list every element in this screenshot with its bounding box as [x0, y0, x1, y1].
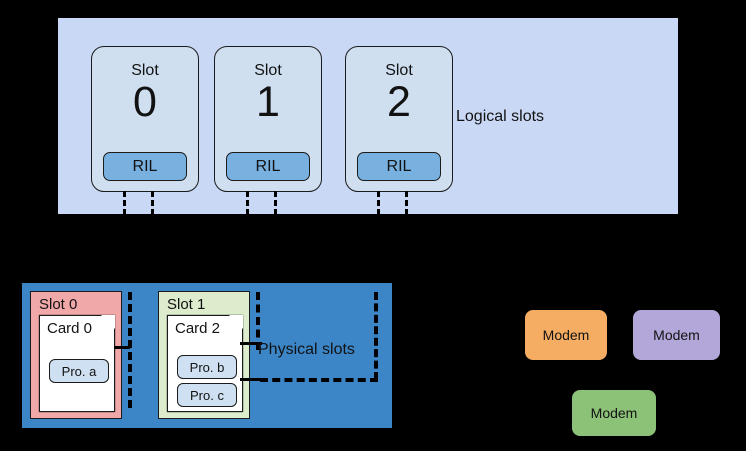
- connector-pro-c: [240, 378, 262, 381]
- ril-leg-0-right: [151, 191, 154, 215]
- modem-purple[interactable]: Modem: [633, 310, 720, 360]
- profile-pro-c[interactable]: Pro. c: [177, 383, 237, 407]
- ril-leg-2-right: [405, 191, 408, 215]
- ril-leg-0-left: [123, 191, 126, 215]
- physical-rail-bottom: [260, 378, 378, 382]
- physical-rail-free: [374, 292, 378, 380]
- logical-slot-0-word: Slot: [131, 62, 159, 79]
- ril-leg-1-left: [246, 191, 249, 215]
- logical-slot-1-number: 1: [256, 78, 280, 126]
- card-2-label: Card 2: [175, 320, 221, 337]
- modem-green[interactable]: Modem: [572, 390, 656, 436]
- logical-slot-0-ril[interactable]: RIL: [103, 152, 187, 181]
- logical-slot-2-ril[interactable]: RIL: [357, 152, 441, 181]
- physical-slot-0-label: Slot 0: [39, 296, 78, 313]
- logical-slot-0[interactable]: Slot 0 RIL: [91, 46, 199, 192]
- modem-orange[interactable]: Modem: [525, 310, 607, 360]
- physical-slots-panel: Slot 0 Card 0 Pro. a Slot 1 Card 2 Pro. …: [22, 283, 392, 428]
- connector-pro-a: [114, 346, 130, 349]
- logical-slot-2-number: 2: [387, 78, 411, 126]
- physical-rail-slot-0: [128, 292, 132, 408]
- card-0-label: Card 0: [47, 320, 93, 337]
- physical-slot-1-label: Slot 1: [167, 296, 206, 313]
- profile-pro-b[interactable]: Pro. b: [177, 355, 237, 379]
- logical-slot-2[interactable]: Slot 2 RIL: [345, 46, 453, 192]
- logical-slot-0-number: 0: [133, 78, 157, 126]
- card-2[interactable]: Card 2 Pro. b Pro. c: [167, 315, 243, 412]
- physical-rail-slot-1: [256, 292, 260, 350]
- physical-slot-0[interactable]: Slot 0 Card 0 Pro. a: [30, 291, 122, 419]
- card-0[interactable]: Card 0 Pro. a: [39, 315, 115, 412]
- logical-slot-2-word: Slot: [385, 62, 413, 79]
- connector-pro-b: [240, 342, 262, 345]
- physical-slot-1[interactable]: Slot 1 Card 2 Pro. b Pro. c: [158, 291, 250, 419]
- physical-slots-label: Physical slots: [258, 341, 355, 358]
- ril-leg-2-left: [377, 191, 380, 215]
- logical-slot-1[interactable]: Slot 1 RIL: [214, 46, 322, 192]
- logical-slot-1-word: Slot: [254, 62, 282, 79]
- logical-slots-panel: Slot 0 RIL Slot 1 RIL Slot 2 RIL: [58, 18, 678, 215]
- ril-leg-1-right: [274, 191, 277, 215]
- logical-slot-1-ril[interactable]: RIL: [226, 152, 310, 181]
- profile-pro-a[interactable]: Pro. a: [49, 359, 109, 383]
- logical-slots-label: Logical slots: [456, 108, 545, 125]
